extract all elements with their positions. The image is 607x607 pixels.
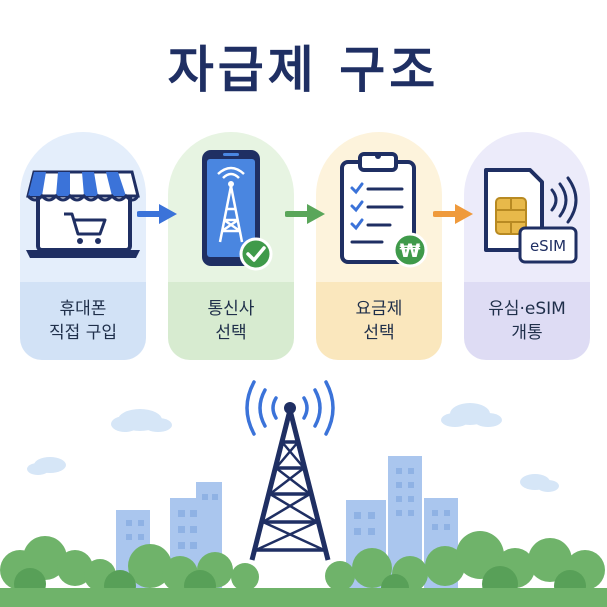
step-card-choose-carrier: 통신사 선택 (168, 132, 294, 360)
step-label-line1: 통신사 (207, 299, 255, 319)
esim-label: eSIM (530, 237, 566, 255)
step-label-line2: 개통 (511, 323, 543, 343)
step-label: 요금제 선택 (316, 282, 442, 360)
cloud-icon (441, 403, 502, 427)
step-card-top: eSIM (464, 132, 590, 282)
step-label: 유심·eSIM 개통 (464, 282, 590, 360)
smartphone-antenna-icon (202, 150, 273, 271)
step-card-top (168, 132, 294, 282)
cloud-icon (27, 457, 66, 475)
step-card-top (20, 132, 146, 282)
step-label-line2: 선택 (215, 323, 247, 343)
cloud-icon (520, 474, 559, 492)
step-label: 통신사 선택 (168, 282, 294, 360)
step-label-line1: 유심·eSIM (488, 299, 566, 319)
step-label-line1: 휴대폰 (59, 299, 107, 319)
arrow-right-icon (285, 204, 325, 224)
clipboard-checklist-icon: ₩ (340, 152, 428, 268)
step-label-line2: 선택 (363, 323, 395, 343)
step-label-line1: 요금제 (355, 299, 403, 319)
step-label: 휴대폰 직접 구입 (20, 282, 146, 360)
cloud-icon (111, 409, 172, 432)
step-label-line2: 직접 구입 (49, 323, 117, 343)
step-card-activate-sim: eSIM 유심·eSIM 개통 (464, 132, 590, 360)
step-card-buy-phone: 휴대폰 직접 구입 (20, 132, 146, 360)
step-card-top: ₩ (316, 132, 442, 282)
city-tower-illustration (0, 380, 607, 607)
storefront-cart-icon (26, 170, 140, 258)
sim-card-esim-icon: eSIM (484, 168, 578, 264)
cell-tower-icon (245, 380, 335, 561)
page-title: 자급제 구조 (167, 41, 440, 99)
won-coin-icon: ₩ (400, 240, 421, 262)
arrow-right-icon (433, 204, 473, 224)
step-card-choose-plan: ₩ 요금제 선택 (316, 132, 442, 360)
arrow-right-icon (137, 204, 177, 224)
